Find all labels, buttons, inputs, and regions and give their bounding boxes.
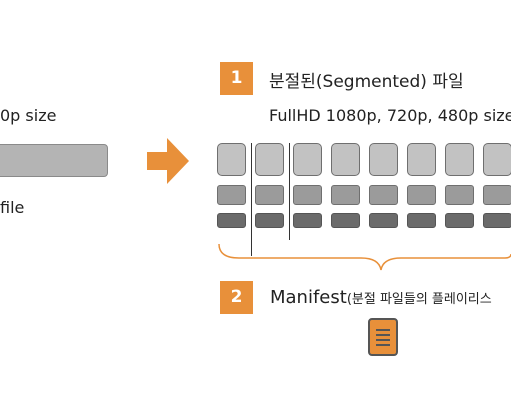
resolution-list: FullHD 1080p, 720p, 480p size — [269, 106, 511, 125]
segment-480p — [331, 213, 360, 228]
segment-480p — [483, 213, 511, 228]
segment-boundary-line — [289, 143, 290, 240]
document-line — [376, 334, 390, 336]
original-size-label: 0p size — [0, 106, 57, 125]
segment-480p — [217, 213, 246, 228]
segment-1080p — [293, 143, 322, 176]
step-2-badge: 2 — [220, 281, 253, 314]
original-file-bar — [0, 144, 108, 177]
segment-720p — [445, 185, 474, 205]
step-1-badge: 1 — [220, 62, 253, 95]
document-line — [376, 329, 390, 331]
segment-1080p — [407, 143, 436, 176]
segment-480p — [369, 213, 398, 228]
document-line — [376, 339, 390, 341]
segment-1080p — [217, 143, 246, 176]
segment-720p — [293, 185, 322, 205]
segment-480p — [445, 213, 474, 228]
segment-720p — [483, 185, 511, 205]
segment-1080p — [255, 143, 284, 176]
segmented-file-title: 분절된(Segmented) 파일 — [269, 72, 464, 92]
manifest-subtitle: (분절 파일들의 플레이리스 — [346, 292, 492, 307]
document-line — [376, 344, 390, 346]
original-file-label: file — [0, 198, 25, 217]
segment-1080p — [445, 143, 474, 176]
right-arrow-icon — [147, 138, 189, 184]
segment-720p — [369, 185, 398, 205]
segment-1080p — [331, 143, 360, 176]
manifest-title: Manifest(분절 파일들의 플레이리스 — [270, 287, 492, 308]
document-icon — [368, 318, 398, 356]
segment-480p — [407, 213, 436, 228]
manifest-label: Manifest — [270, 287, 347, 308]
segment-1080p — [483, 143, 511, 176]
segment-480p — [293, 213, 322, 228]
segment-1080p — [369, 143, 398, 176]
segment-720p — [217, 185, 246, 205]
segment-boundary-line — [251, 143, 252, 256]
segment-grid — [217, 143, 511, 233]
segment-720p — [407, 185, 436, 205]
segment-720p — [255, 185, 284, 205]
segment-720p — [331, 185, 360, 205]
curly-brace — [218, 244, 511, 271]
segment-480p — [255, 213, 284, 228]
